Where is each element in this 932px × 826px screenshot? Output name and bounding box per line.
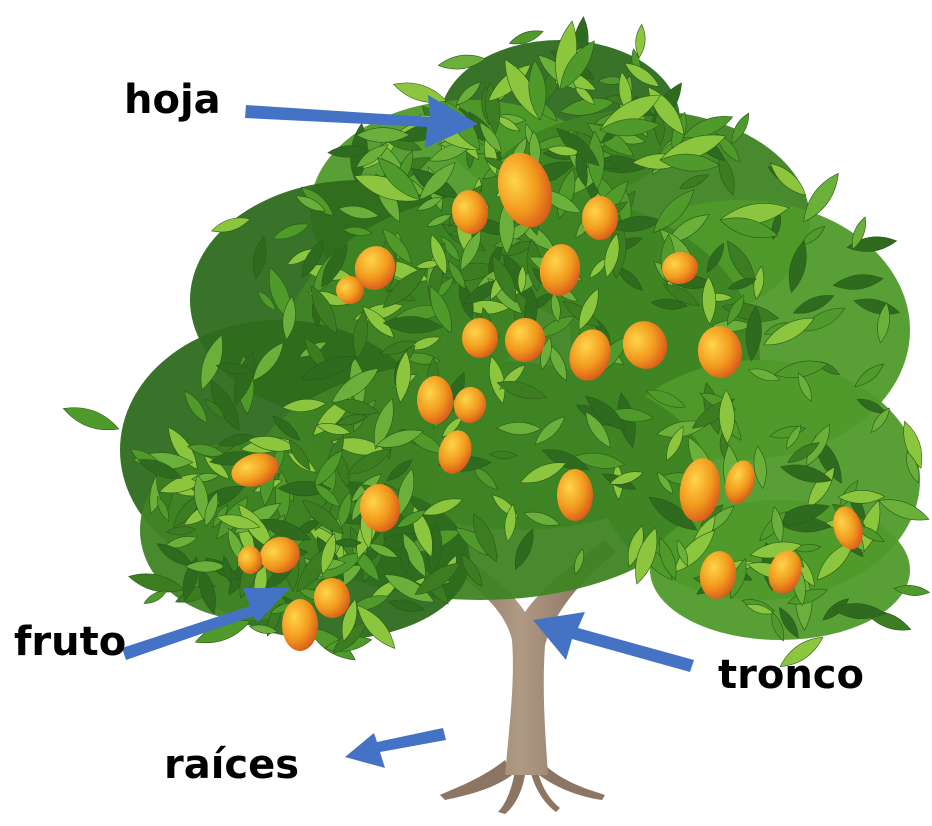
mango-fruit: [282, 599, 318, 651]
mango-fruit: [417, 376, 453, 424]
arrow-to-trunk: [533, 612, 694, 672]
label-trunk: tronco: [718, 655, 864, 695]
mango-fruit: [557, 469, 593, 521]
label-fruit: fruto: [14, 622, 126, 662]
label-leaf: hoja: [124, 80, 221, 120]
mango-fruit: [582, 196, 618, 240]
arrow-to-roots: [345, 728, 446, 768]
label-roots: raíces: [164, 745, 299, 785]
mango-fruit: [462, 318, 498, 358]
